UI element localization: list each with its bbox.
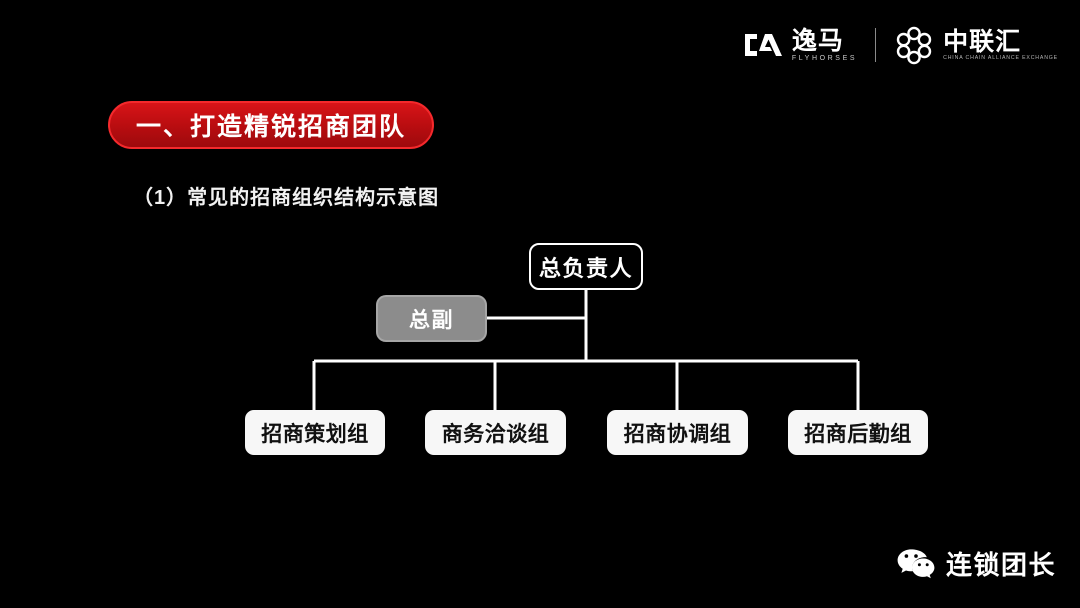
subsection-title: （1）常见的招商组织结构示意图 [133, 187, 440, 209]
org-node-deputy[interactable]: 总副 [376, 295, 487, 342]
org-node-root-label: 总负责人 [538, 255, 633, 281]
logo-china-chain: 中联汇 CHINA CHAIN ALLIANCE EXCHANGE [894, 22, 1058, 68]
logo-divider [875, 28, 877, 62]
org-node-leaf-2-label: 商务洽谈组 [441, 422, 550, 446]
org-node-leaf-3[interactable]: 招商协调组 [607, 410, 748, 455]
ca-monogram-icon [744, 34, 782, 56]
logo-flyhorses-en: FLYHORSES [791, 54, 858, 62]
section-heading-pill: 一、打造精锐招商团队 [108, 101, 435, 149]
header-logo-bar: 逸马 FLYHORSES 中联汇 CHINA CHAIN ALLIANCE EX… [741, 22, 1058, 68]
logo-flyhorses-cn: 逸马 [791, 26, 844, 55]
org-node-leaf-1-label: 招商策划组 [261, 422, 369, 446]
org-node-leaf-2[interactable]: 商务洽谈组 [425, 410, 566, 455]
org-node-leaf-4[interactable]: 招商后勤组 [788, 410, 928, 455]
section-heading-label: 一、打造精锐招商团队 [136, 113, 407, 141]
watermark: 连锁团长 [896, 545, 1056, 582]
logo-flyhorses-text: 逸马 FLYHORSES [792, 28, 857, 63]
org-node-leaf-4-label: 招商后勤组 [804, 422, 912, 446]
org-node-leaf-3-label: 招商协调组 [623, 422, 732, 446]
org-node-deputy-label: 总副 [409, 308, 454, 332]
wechat-icon [897, 548, 935, 578]
logo-china-chain-en: CHINA CHAIN ALLIANCE EXCHANGE [943, 54, 1058, 61]
org-node-root[interactable]: 总负责人 [529, 243, 643, 290]
logo-flyhorses: 逸马 FLYHORSES [741, 22, 857, 68]
logo-china-chain-text: 中联汇 CHINA CHAIN ALLIANCE EXCHANGE [943, 29, 1058, 62]
watermark-label: 连锁团长 [945, 550, 1056, 580]
logo-china-chain-cn: 中联汇 [943, 27, 1022, 56]
flower-cluster-icon [896, 26, 932, 65]
org-node-leaf-1[interactable]: 招商策划组 [245, 410, 385, 455]
